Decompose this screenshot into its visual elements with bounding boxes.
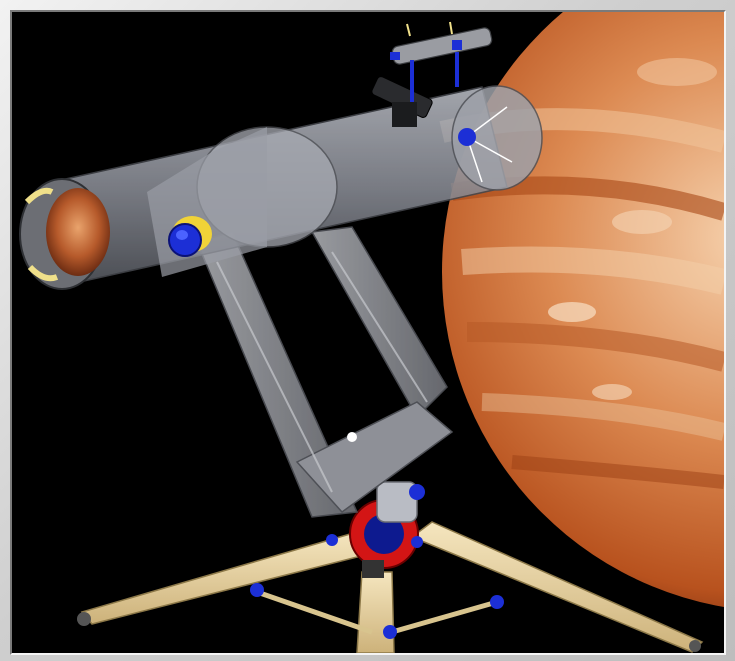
scene-viewport bbox=[10, 10, 726, 655]
tripod-leg-center bbox=[356, 571, 395, 653]
telescope-scene bbox=[19, 12, 724, 653]
tripod-brace-right bbox=[391, 599, 498, 635]
telescope-tube bbox=[19, 85, 543, 290]
finder-scope bbox=[390, 21, 493, 102]
tripod-brace-left bbox=[256, 589, 373, 635]
altitude-knob bbox=[168, 216, 212, 257]
primary-mirror bbox=[46, 188, 110, 276]
focuser bbox=[371, 76, 433, 127]
fork-mount bbox=[195, 226, 454, 518]
tripod-leg-right bbox=[410, 521, 704, 653]
tripod bbox=[77, 521, 704, 653]
mount-base bbox=[326, 481, 425, 578]
